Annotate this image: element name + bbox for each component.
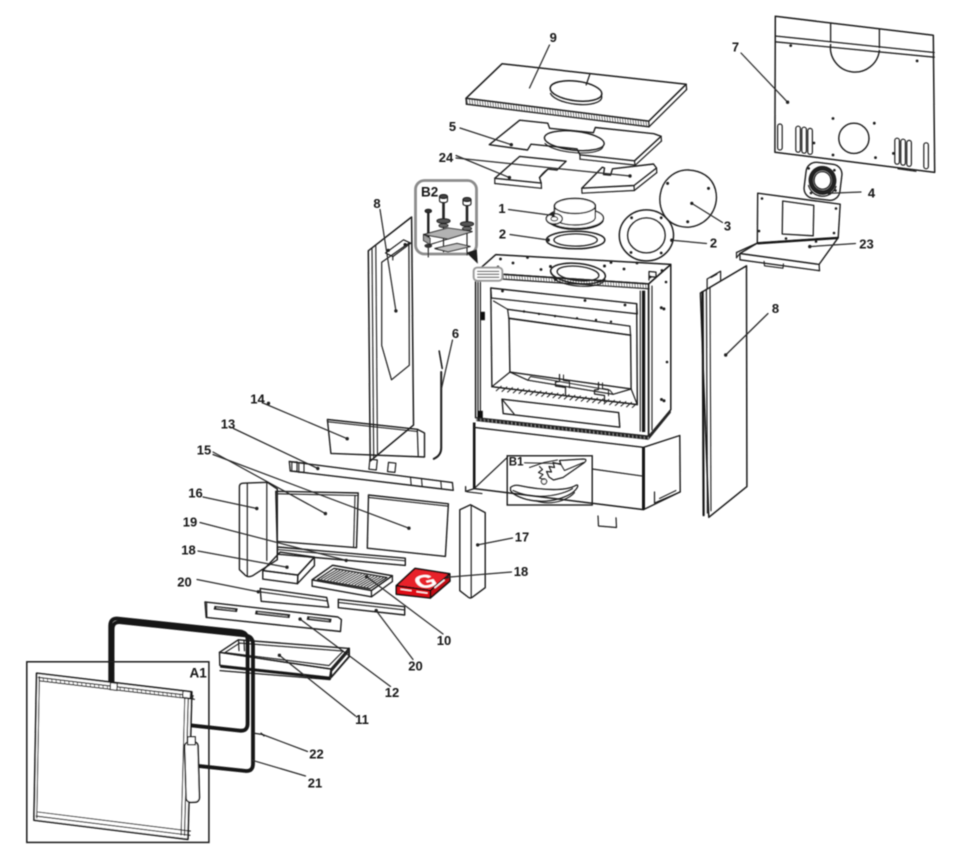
svg-text:13: 13 bbox=[221, 417, 235, 432]
svg-text:20: 20 bbox=[177, 575, 191, 590]
svg-text:15: 15 bbox=[197, 443, 211, 458]
svg-text:2: 2 bbox=[499, 227, 506, 242]
svg-text:12: 12 bbox=[385, 685, 399, 700]
svg-text:24: 24 bbox=[439, 150, 454, 165]
svg-text:23: 23 bbox=[859, 237, 873, 252]
svg-text:1: 1 bbox=[498, 201, 505, 216]
svg-text:3: 3 bbox=[724, 219, 731, 234]
svg-text:18: 18 bbox=[181, 543, 195, 558]
svg-text:10: 10 bbox=[437, 633, 451, 648]
svg-text:22: 22 bbox=[309, 747, 323, 762]
svg-text:5: 5 bbox=[449, 119, 456, 134]
svg-text:17: 17 bbox=[515, 530, 529, 545]
svg-text:21: 21 bbox=[308, 776, 322, 791]
svg-text:7: 7 bbox=[732, 40, 739, 55]
svg-text:B2: B2 bbox=[421, 185, 438, 200]
svg-text:16: 16 bbox=[188, 486, 202, 501]
svg-text:4: 4 bbox=[868, 186, 876, 201]
svg-text:A1: A1 bbox=[190, 666, 208, 681]
svg-text:9: 9 bbox=[550, 30, 557, 45]
svg-text:20: 20 bbox=[408, 659, 422, 674]
svg-text:8: 8 bbox=[772, 301, 779, 316]
svg-text:19: 19 bbox=[183, 515, 197, 530]
svg-text:18: 18 bbox=[514, 564, 528, 579]
svg-text:11: 11 bbox=[355, 712, 369, 727]
svg-text:B1: B1 bbox=[509, 457, 524, 469]
svg-text:8: 8 bbox=[373, 196, 380, 211]
svg-text:2: 2 bbox=[710, 236, 717, 251]
svg-text:6: 6 bbox=[452, 326, 459, 341]
svg-text:14: 14 bbox=[250, 392, 265, 407]
